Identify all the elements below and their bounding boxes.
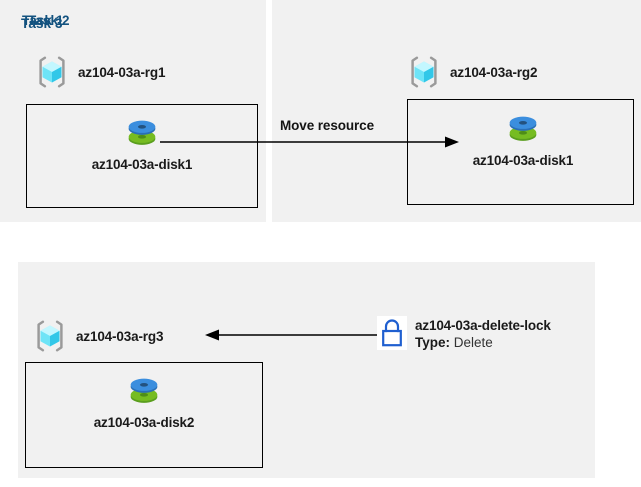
resource-group-icon [405, 53, 443, 91]
delete-lock-type: Type: Delete [415, 334, 551, 351]
delete-lock-group: az104-03a-delete-lock Type: Delete [377, 316, 551, 351]
task3-resource-group: az104-03a-rg3 [31, 317, 164, 355]
task2-title: Task 2 [28, 13, 70, 28]
delete-lock-type-value: Delete [453, 335, 493, 350]
delete-lock-type-label: Type: [415, 335, 451, 350]
managed-disk-icon [443, 108, 603, 150]
resource-group-icon [33, 53, 71, 91]
task3-disk-node: az104-03a-disk2 [64, 370, 224, 430]
task3-resource-group-label: az104-03a-rg3 [76, 328, 164, 344]
delete-lock-name: az104-03a-delete-lock [415, 318, 551, 333]
task1-title: Task 1 [22, 13, 64, 28]
task2-resource-box [407, 99, 634, 205]
task2-resource-group: az104-03a-rg2 [405, 53, 538, 91]
task1-disk-node: az104-03a-disk1 [62, 112, 222, 172]
delete-lock-text: az104-03a-delete-lock Type: Delete [415, 316, 551, 351]
task1-resource-group: az104-03a-rg1 [33, 53, 166, 91]
delete-lock-arrow [205, 329, 380, 341]
task1-disk-label: az104-03a-disk1 [91, 157, 193, 172]
move-resource-arrow [160, 136, 459, 148]
task2-disk-node: az104-03a-disk1 [443, 108, 603, 168]
task2-resource-group-label: az104-03a-rg2 [450, 64, 538, 80]
move-resource-label: Move resource [280, 118, 374, 133]
managed-disk-icon [62, 112, 222, 154]
task2-disk-label: az104-03a-disk1 [472, 153, 574, 168]
lock-icon [377, 316, 407, 350]
task3-title: Task 3 [21, 16, 63, 31]
task1-resource-group-label: az104-03a-rg1 [78, 64, 166, 80]
resource-group-icon [31, 317, 69, 355]
task3-disk-label: az104-03a-disk2 [93, 415, 195, 430]
managed-disk-icon [64, 370, 224, 412]
